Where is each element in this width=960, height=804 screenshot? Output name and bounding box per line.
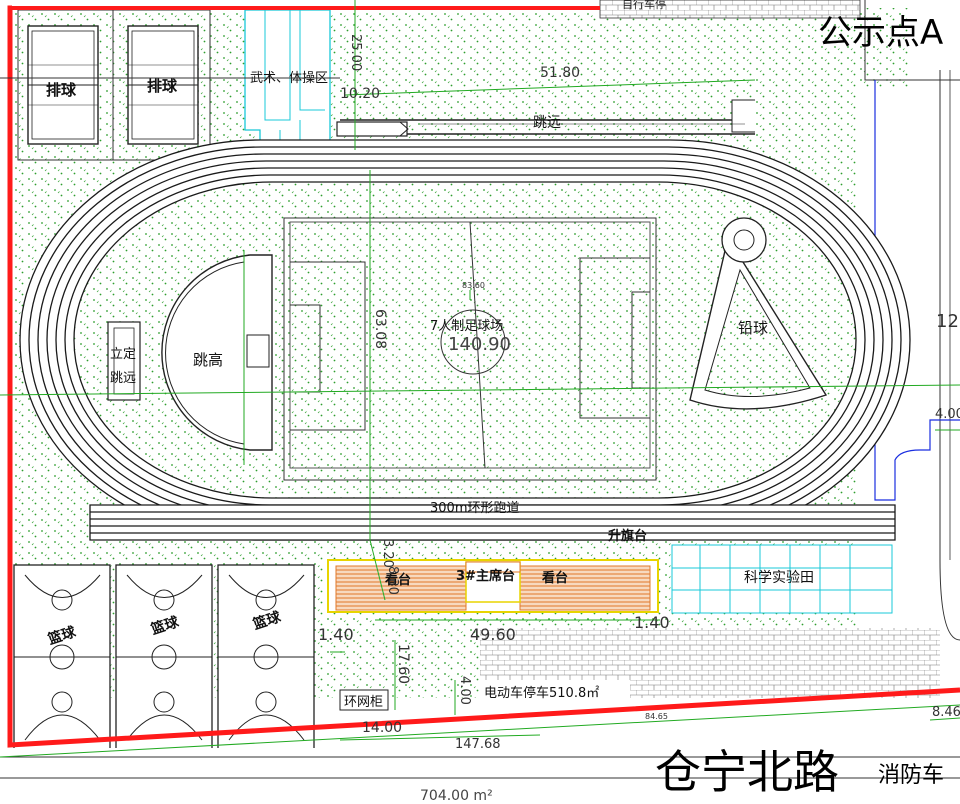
dim-147-68: 147.68: [455, 737, 501, 752]
football-field: [283, 217, 657, 481]
shot-put-area: [689, 217, 828, 410]
dim-49-60: 49.60: [470, 625, 516, 644]
fire-lane-label: 消防车: [878, 763, 944, 788]
dim-83-60: 83.60: [462, 281, 485, 290]
high-jump-label: 跳高: [193, 351, 223, 369]
fence-cabinet-box: [339, 689, 389, 711]
dim-63-08: 63.08: [372, 309, 388, 349]
volleyball-label-1: 排球: [46, 81, 77, 99]
standing-jump-label-1: 立定: [110, 347, 136, 362]
long-jump-label: 跳远: [533, 115, 561, 131]
flag-platform-label: 升旗台: [608, 528, 647, 544]
fence-cabinet-label: 环网柜: [344, 695, 383, 710]
dim-3-20: 3.20: [380, 539, 395, 568]
grandstand: [327, 559, 659, 613]
announcement-point-label: 公示点A: [818, 13, 943, 53]
dim-8-30: 8.30: [385, 566, 400, 595]
shot-put-label: 铅球: [738, 319, 768, 337]
science-field-label: 科学实验田: [744, 570, 814, 586]
stand-left-label: 看台: [385, 572, 411, 588]
dim-1-40-left: 1.40: [318, 625, 354, 644]
dim-4-00-right: 4.00: [935, 407, 960, 422]
ebike-parking-label: 电动车停车510.8㎡: [484, 685, 599, 701]
basketball-courts: [13, 564, 315, 751]
stand-right-label: 看台: [542, 570, 568, 586]
top-cut-label: 自行车停: [622, 0, 666, 11]
dim-4-00-bottom: 4.00: [457, 676, 472, 705]
dim-25-00: 25.00: [348, 34, 363, 71]
main-stand-label: 3#主席台: [456, 568, 515, 584]
dim-12: 12.: [936, 311, 960, 332]
dim-1-40-right: 1.40: [634, 613, 670, 632]
road-name: 仓宁北路: [655, 745, 839, 799]
dimension-lines: [0, 0, 960, 741]
standing-jump-label-2: 跳远: [110, 371, 136, 386]
science-field: [671, 544, 893, 614]
track-label: 300m环形跑道: [430, 501, 519, 516]
ebike-label-bg: [480, 680, 630, 704]
football-label: 7人制足球场: [430, 319, 503, 334]
standing-jump-area: [107, 321, 141, 401]
right-outline: [864, 0, 960, 81]
bottom-cut-label: 704.00 m²: [420, 788, 493, 800]
dim-140-90: 140.90: [448, 334, 511, 355]
road-dim-line: [0, 704, 960, 758]
dim-8-46: 8.46: [932, 705, 960, 720]
dim-51-80: 51.80: [540, 65, 580, 81]
dim-14-00: 14.00: [362, 720, 402, 736]
volleyball-label-2: 排球: [147, 77, 178, 95]
blue-property-line: [874, 80, 960, 501]
dim-17-60: 17.60: [395, 644, 411, 684]
curb-line: [939, 70, 960, 641]
dim-10-20: 10.20: [340, 86, 380, 102]
road-lines: [0, 756, 960, 779]
dim-84-65: 84.65: [645, 712, 668, 721]
volleyball-courts: [17, 9, 211, 161]
